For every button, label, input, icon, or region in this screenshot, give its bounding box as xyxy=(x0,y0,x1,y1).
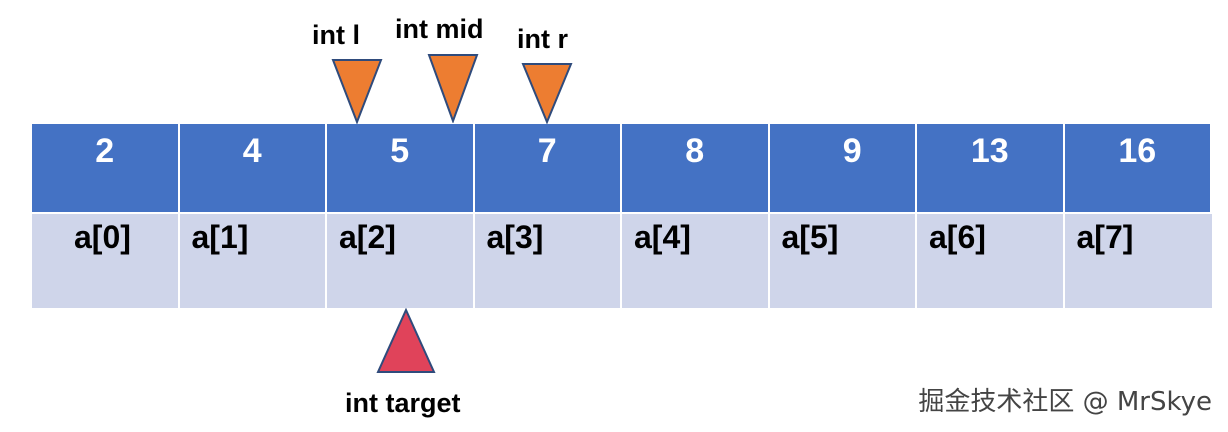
pointer-label-target: int target xyxy=(345,388,461,418)
array-index-6: a[6] xyxy=(917,214,1065,308)
pointer-mid-arrow-icon xyxy=(427,54,479,123)
array-value-1: 4 xyxy=(179,124,327,214)
array-index-7: a[7] xyxy=(1064,214,1212,308)
pointer-label-r: int r xyxy=(517,24,568,54)
array-table: 2 4 5 7 8 9 13 16 a[0] a[1] a[2] a[3] a[… xyxy=(32,124,1212,308)
array-value-0: 2 xyxy=(32,124,180,214)
target-arrow-icon xyxy=(376,308,436,373)
pointer-label-l: int l xyxy=(312,20,360,50)
array-value-7: 16 xyxy=(1064,124,1212,214)
array-index-3: a[3] xyxy=(474,214,622,308)
array-value-5: 9 xyxy=(769,124,917,214)
array-value-6: 13 xyxy=(917,124,1065,214)
watermark: 掘金技术社区 @ MrSkye xyxy=(918,387,1212,417)
pointer-r-arrow-icon xyxy=(521,63,573,124)
pointer-label-mid: int mid xyxy=(395,14,484,44)
array-value-3: 7 xyxy=(474,124,622,214)
pointer-l-arrow-icon xyxy=(331,59,383,124)
array-index-1: a[1] xyxy=(179,214,327,308)
array-index-2: a[2] xyxy=(327,214,475,308)
array-value-4: 8 xyxy=(622,124,770,214)
array-index-0: a[0] xyxy=(32,214,180,308)
array-value-2: 5 xyxy=(327,124,475,214)
array-index-4: a[4] xyxy=(622,214,770,308)
array-index-5: a[5] xyxy=(769,214,917,308)
